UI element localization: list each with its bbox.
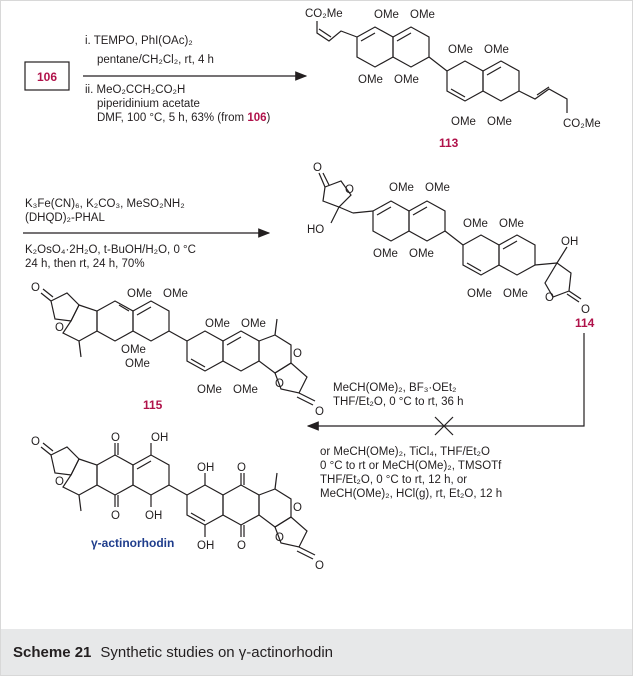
step2-line3: K₂OsO₄·2H₂O, t-BuOH/H₂O, 0 °C	[25, 244, 196, 256]
scheme-caption: Scheme 21 Synthetic studies on γ-actinor…	[1, 629, 632, 675]
c114-ome-4: OMe	[499, 218, 524, 230]
act-o-carbonyl-2: O	[315, 560, 324, 572]
step2-line2: (DHQD)₂-PHAL	[25, 212, 105, 224]
c115-o-carbonyl-1: O	[31, 282, 40, 294]
step3-below-line3: THF/Et₂O, 0 °C to rt, 12 h, or	[320, 474, 467, 486]
act-o-carbonyl-1: O	[31, 436, 40, 448]
caption-text: Synthetic studies on γ-actinorhodin	[100, 643, 334, 661]
step3-below-line4: MeCH(OMe)₂, HCl(g), rt, Et₂O, 12 h	[320, 488, 502, 500]
act-o-ring-3: O	[275, 532, 284, 544]
act-o-quinone-1: O	[111, 432, 120, 444]
act-o-ring-1: O	[55, 476, 64, 488]
c114-ome-7: OMe	[467, 288, 492, 300]
c114-ome-5: OMe	[373, 248, 398, 260]
c115-ome-2: OMe	[163, 288, 188, 300]
c115-o-ring-3: O	[275, 378, 284, 390]
compound-115-label: 115	[143, 398, 163, 412]
act-oh-3: OH	[197, 462, 214, 474]
step3-conditions-above: MeCH(OMe)₂, BF₃·OEt₂ THF/Et₂O, 0 °C to r…	[333, 382, 464, 408]
act-o-ring-2: O	[293, 502, 302, 514]
c113-co2me-bottom: CO₂Me	[563, 118, 601, 130]
c113-ome-7: OMe	[451, 116, 476, 128]
step3-above-line1: MeCH(OMe)₂, BF₃·OEt₂	[333, 382, 457, 394]
c115-o-ring-1: O	[55, 322, 64, 334]
c114-o-carbonyl-1: O	[313, 162, 322, 174]
step1-line5: DMF, 100 °C, 5 h, 63% (from 106)	[97, 112, 271, 124]
c114-o-ring-2: O	[545, 292, 554, 304]
c114-o-carbonyl-2: O	[581, 304, 590, 316]
step1-line3: ii. MeO₂CCH₂CO₂H	[85, 84, 185, 96]
step1-line4: piperidinium acetate	[97, 98, 200, 110]
step1-line1: i. TEMPO, PhI(OAc)₂	[85, 35, 193, 47]
c113-ome-4: OMe	[484, 44, 509, 56]
act-o-quinone-3: O	[237, 462, 246, 474]
c114-oh: OH	[561, 236, 578, 248]
step1-line2: pentane/CH₂Cl₂, rt, 4 h	[97, 54, 214, 66]
c114-ome-6: OMe	[409, 248, 434, 260]
compound-115-structure	[40, 288, 316, 406]
step3-below-line1: or MeCH(OMe)₂, TiCl₄, THF/Et₂O	[320, 446, 490, 458]
act-oh-2: OH	[145, 510, 162, 522]
step3-above-line2: THF/Et₂O, 0 °C to rt, 36 h	[333, 396, 464, 408]
compound-113-label: 113	[439, 136, 459, 150]
compound-113-structure	[316, 21, 568, 113]
c115-ome-8: OMe	[233, 384, 258, 396]
c114-o-ring-1: O	[345, 184, 354, 196]
act-o-quinone-2: O	[111, 510, 120, 522]
step3-failed-mark-b	[434, 416, 454, 436]
c115-ome-1: OMe	[127, 288, 152, 300]
step3-conditions-below: or MeCH(OMe)₂, TiCl₄, THF/Et₂O 0 °C to r…	[320, 446, 502, 500]
compound-114-structure	[318, 172, 582, 303]
act-oh-4: OH	[197, 540, 214, 552]
c113-ome-1: OMe	[374, 9, 399, 21]
step1-conditions: i. TEMPO, PhI(OAc)₂ pentane/CH₂Cl₂, rt, …	[85, 35, 271, 124]
step2-line1: K₃Fe(CN)₆, K₂CO₃, MeSO₂NH₂	[25, 198, 185, 210]
c115-ome-3: OMe	[121, 344, 146, 356]
step2-line4: 24 h, then rt, 24 h, 70%	[25, 258, 145, 270]
c114-ome-1: OMe	[389, 182, 414, 194]
compound-106-box: 106	[24, 61, 70, 91]
c114-ho: HO	[307, 224, 324, 236]
c115-o-carbonyl-2: O	[315, 406, 324, 418]
compound-114-label: 114	[575, 316, 595, 330]
step3-arrow-segment	[561, 333, 585, 427]
c115-ome-6: OMe	[241, 318, 266, 330]
actinorhodin-structure	[40, 442, 316, 560]
c115-ome-5: OMe	[205, 318, 230, 330]
c114-ome-3: OMe	[463, 218, 488, 230]
c115-ome-7: OMe	[197, 384, 222, 396]
c113-co2me-top: CO₂Me	[305, 8, 343, 20]
c113-ome-8: OMe	[487, 116, 512, 128]
c113-ome-6: OMe	[394, 74, 419, 86]
reaction-scheme: 106 i. TEMPO, PhI(OAc)₂ pentane/CH₂Cl₂, …	[23, 8, 601, 572]
step2-conditions: K₃Fe(CN)₆, K₂CO₃, MeSO₂NH₂ (DHQD)₂-PHAL …	[25, 198, 196, 270]
c113-ome-3: OMe	[448, 44, 473, 56]
c114-ome-2: OMe	[425, 182, 450, 194]
compound-106-label: 106	[37, 70, 57, 84]
act-o-quinone-4: O	[237, 540, 246, 552]
c115-o-ring-2: O	[293, 348, 302, 360]
c114-ome-8: OMe	[503, 288, 528, 300]
caption-label: Scheme 21	[13, 643, 92, 661]
c115-ome-4: OMe	[125, 358, 150, 370]
step3-below-line2: 0 °C to rt or MeCH(OMe)₂, TMSOTf	[320, 460, 502, 472]
act-oh-1: OH	[151, 432, 168, 444]
actinorhodin-label: γ-actinorhodin	[91, 536, 174, 550]
c113-ome-5: OMe	[358, 74, 383, 86]
c113-ome-2: OMe	[410, 9, 435, 21]
